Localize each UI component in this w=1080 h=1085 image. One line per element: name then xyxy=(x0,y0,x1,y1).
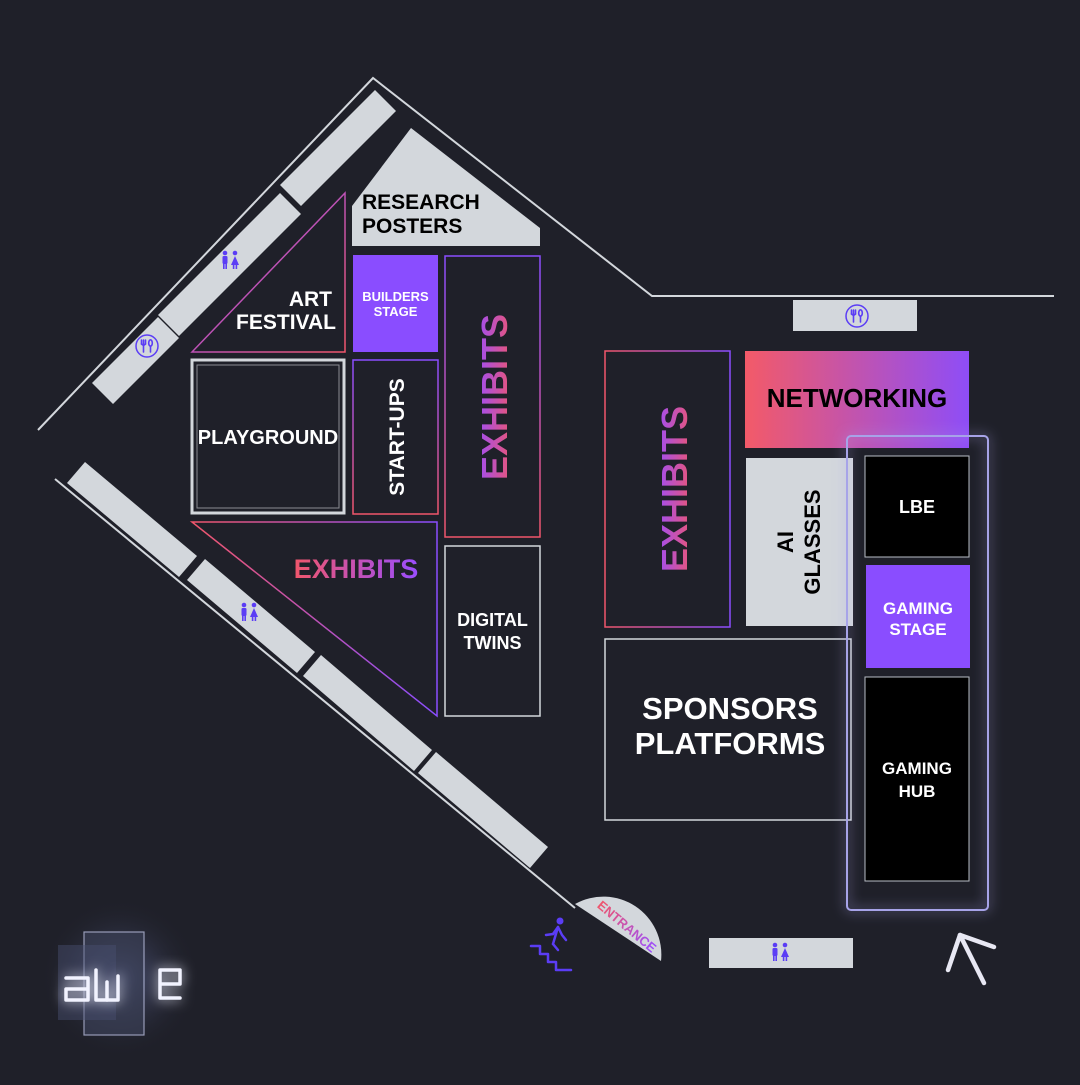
exhibits-triangle-label: EXHIBITS xyxy=(294,554,419,584)
zone-playground[interactable]: PLAYGROUND xyxy=(190,358,346,515)
stairs-icon xyxy=(529,917,573,972)
lbe-label: LBE xyxy=(899,497,935,517)
zone-sponsors-platforms[interactable]: SPONSORS PLATFORMS xyxy=(604,638,852,821)
entrance[interactable]: ENTRANCE xyxy=(575,896,662,961)
ai-glasses-label-1: AI xyxy=(773,531,798,553)
gaming-hub-label-1: GAMING xyxy=(882,759,952,778)
restroom-icon xyxy=(222,250,239,269)
sponsors-platforms-label-1: SPONSORS xyxy=(642,691,818,726)
exhibits-tall-label: EXHIBITS xyxy=(474,314,515,480)
builders-stage-label-1: BUILDERS xyxy=(362,289,429,304)
digital-twins-label-2: TWINS xyxy=(464,633,522,653)
zone-exhibits-tall[interactable]: EXHIBITS xyxy=(444,255,541,538)
restroom-booth-bottom xyxy=(709,938,853,968)
zone-start-ups[interactable]: START-UPS xyxy=(352,359,439,515)
playground-label: PLAYGROUND xyxy=(198,427,338,449)
building-walls xyxy=(37,76,1054,909)
research-posters-label-2: POSTERS xyxy=(362,215,462,238)
north-arrow-icon xyxy=(945,932,997,986)
builders-stage-label-2: STAGE xyxy=(374,304,418,319)
zone-gaming-hub[interactable]: GAMING HUB xyxy=(864,676,970,882)
gaming-area-outline xyxy=(846,435,989,911)
zone-research-posters[interactable]: RESEARCH POSTERS xyxy=(352,128,540,246)
zone-lbe[interactable]: LBE xyxy=(864,455,970,558)
art-festival-label-2: FESTIVAL xyxy=(236,311,336,334)
zone-ai-glasses[interactable]: AI GLASSES xyxy=(746,458,853,626)
zone-exhibits-right[interactable]: EXHIBITS xyxy=(604,350,731,628)
networking-label: NETWORKING xyxy=(767,383,948,413)
wall-booths-upper xyxy=(92,90,396,404)
sponsors-platforms-label-2: PLATFORMS xyxy=(635,726,826,761)
zone-gaming-stage[interactable]: GAMING STAGE xyxy=(866,565,970,668)
gaming-stage-label-1: GAMING xyxy=(883,599,953,618)
art-festival-label-1: ART xyxy=(289,288,332,311)
gaming-stage-label-2: STAGE xyxy=(889,620,946,639)
exhibits-right-label: EXHIBITS xyxy=(654,406,695,572)
research-posters-label-1: RESEARCH xyxy=(362,191,480,214)
zone-builders-stage[interactable]: BUILDERS STAGE xyxy=(353,255,438,352)
restroom-icon xyxy=(241,602,258,621)
ai-glasses-label-2: GLASSES xyxy=(800,489,825,594)
zone-digital-twins[interactable]: DIGITAL TWINS xyxy=(444,545,541,717)
restroom-icon xyxy=(772,942,789,961)
gaming-hub-label-2: HUB xyxy=(899,782,936,801)
zone-networking[interactable]: NETWORKING xyxy=(745,351,969,448)
wall-booths-lower xyxy=(67,462,548,868)
zone-art-festival[interactable]: ART FESTIVAL xyxy=(190,191,346,353)
food-icon xyxy=(135,334,159,358)
digital-twins-label-1: DIGITAL xyxy=(457,610,528,630)
zone-exhibits-triangle[interactable]: EXHIBITS xyxy=(189,521,438,718)
start-ups-label: START-UPS xyxy=(386,378,409,495)
awe-logo xyxy=(40,898,200,1058)
food-icon xyxy=(845,304,869,328)
